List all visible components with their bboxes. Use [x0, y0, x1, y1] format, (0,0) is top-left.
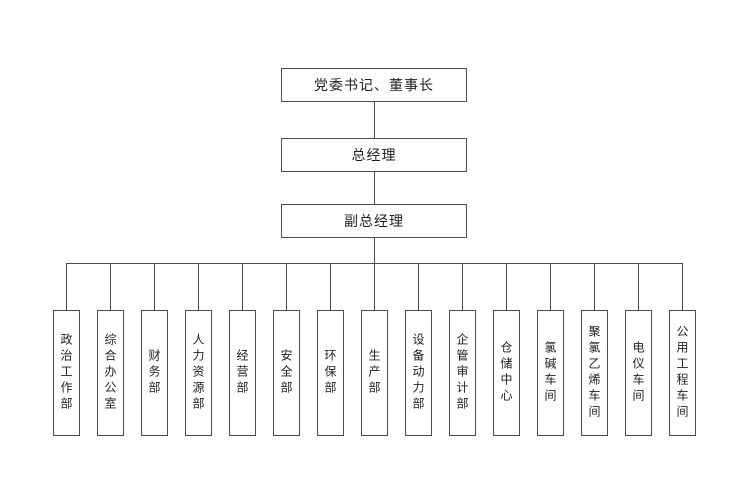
department-label: 财务部 — [147, 349, 161, 397]
department-column: 人力资源部 — [176, 263, 220, 436]
department-column: 财务部 — [132, 263, 176, 436]
department-box-3: 财务部 — [140, 310, 168, 436]
department-box-11: 仓储中心 — [492, 310, 520, 436]
department-box-10: 企管审计部 — [448, 310, 476, 436]
department-label: 企管审计部 — [455, 333, 469, 413]
department-label: 氯碱车间 — [543, 341, 557, 405]
connector-drop — [417, 263, 419, 310]
department-box-9: 设备动力部 — [404, 310, 432, 436]
connector-drop — [65, 263, 67, 310]
connector-line — [374, 102, 375, 138]
departments-row: 政治工作部 综合办公室 财务部 人力资源部 经营部 安全部 环保部 生产部 设备动力部 企管审计部… — [44, 263, 704, 436]
department-box-5: 经营部 — [228, 310, 256, 436]
connector-drop — [681, 263, 683, 310]
department-column: 公用工程车间 — [660, 263, 704, 436]
department-column: 政治工作部 — [44, 263, 88, 436]
connector-drop — [241, 263, 243, 310]
department-column: 设备动力部 — [396, 263, 440, 436]
department-label: 人力资源部 — [191, 333, 205, 413]
department-column: 仓储中心 — [484, 263, 528, 436]
department-label: 设备动力部 — [411, 333, 425, 413]
connector-drop — [373, 263, 375, 310]
department-column: 综合办公室 — [88, 263, 132, 436]
department-box-6: 安全部 — [272, 310, 300, 436]
department-column: 生产部 — [352, 263, 396, 436]
department-label: 安全部 — [279, 349, 293, 397]
node-label: 总经理 — [351, 147, 397, 163]
department-column: 安全部 — [264, 263, 308, 436]
department-box-7: 环保部 — [316, 310, 344, 436]
department-label: 政治工作部 — [59, 333, 73, 413]
node-deputy-general-manager: 副总经理 — [281, 204, 467, 238]
department-box-15: 公用工程车间 — [668, 310, 696, 436]
connector-drop — [197, 263, 199, 310]
department-box-8: 生产部 — [360, 310, 388, 436]
connector-drop — [153, 263, 155, 310]
connector-line — [374, 238, 375, 264]
connector-drop — [285, 263, 287, 310]
department-label: 聚氯乙烯车间 — [587, 325, 601, 421]
connector-drop — [593, 263, 595, 310]
department-column: 经营部 — [220, 263, 264, 436]
department-label: 经营部 — [235, 349, 249, 397]
department-box-14: 电仪车间 — [624, 310, 652, 436]
connector-drop — [329, 263, 331, 310]
department-box-2: 综合办公室 — [96, 310, 124, 436]
connector-line — [374, 172, 375, 204]
department-column: 氯碱车间 — [528, 263, 572, 436]
department-column: 电仪车间 — [616, 263, 660, 436]
department-label: 环保部 — [323, 349, 337, 397]
department-box-4: 人力资源部 — [184, 310, 212, 436]
node-label: 党委书记、董事长 — [314, 77, 434, 93]
department-label: 生产部 — [367, 349, 381, 397]
department-column: 企管审计部 — [440, 263, 484, 436]
department-label: 电仪车间 — [631, 341, 645, 405]
department-box-12: 氯碱车间 — [536, 310, 564, 436]
department-column: 聚氯乙烯车间 — [572, 263, 616, 436]
node-party-secretary-chairman: 党委书记、董事长 — [281, 68, 467, 102]
department-label: 综合办公室 — [103, 333, 117, 413]
department-box-1: 政治工作部 — [52, 310, 80, 436]
department-label: 公用工程车间 — [675, 325, 689, 421]
connector-drop — [637, 263, 639, 310]
connector-drop — [109, 263, 111, 310]
node-general-manager: 总经理 — [281, 138, 467, 172]
connector-drop — [461, 263, 463, 310]
department-box-13: 聚氯乙烯车间 — [580, 310, 608, 436]
connector-drop — [549, 263, 551, 310]
connector-drop — [505, 263, 507, 310]
department-column: 环保部 — [308, 263, 352, 436]
node-label: 副总经理 — [344, 213, 404, 229]
department-label: 仓储中心 — [499, 341, 513, 405]
